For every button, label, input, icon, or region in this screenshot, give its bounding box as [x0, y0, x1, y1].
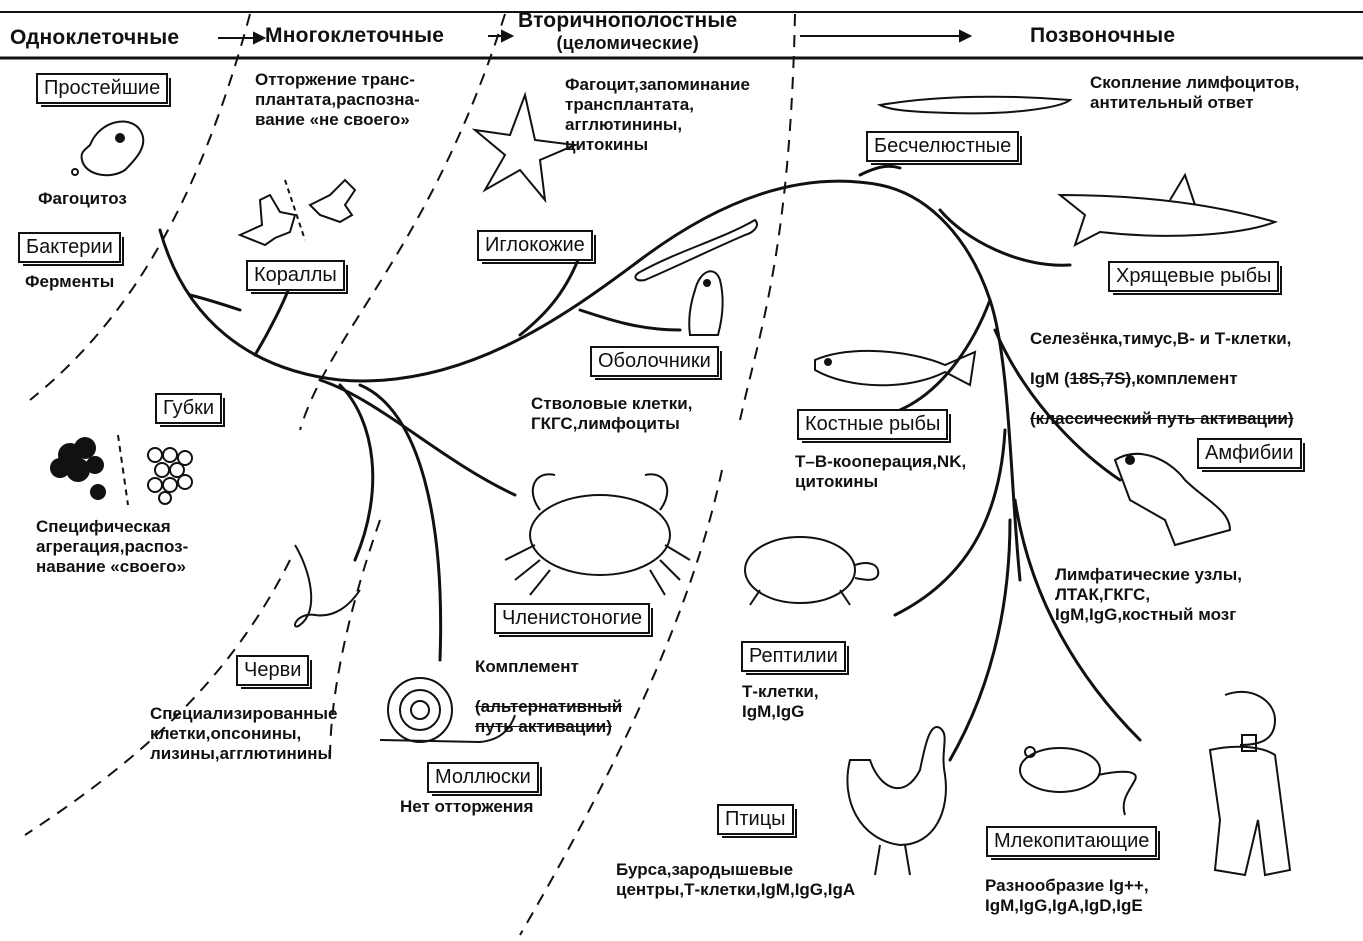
lamprey-icon	[876, 95, 1073, 115]
branch-arthropods	[318, 378, 517, 497]
box-worms: Черви	[236, 655, 313, 689]
note-amphibians: Лимфатические узлы, ЛТАК,ГКГС, IgM,IgG,к…	[1055, 565, 1243, 624]
divider-coelomic-lower	[519, 469, 723, 936]
branch-sponges	[188, 293, 242, 312]
header-arrow-1	[218, 31, 267, 45]
frog-icon	[1113, 452, 1232, 547]
box-tunicates: Оболочники	[590, 346, 722, 380]
box-echinoderms: Иглокожие	[477, 230, 596, 264]
trunk-main	[158, 179, 1022, 582]
branch-bony	[898, 298, 992, 412]
note-cartilaginous-line2-struck: 18S,7S)	[1069, 369, 1132, 388]
snail-icon	[379, 677, 516, 744]
note-reptiles: Т-клетки, IgM,IgG	[742, 682, 819, 721]
branch-worms	[338, 383, 375, 562]
note-arthropods-main: Комплемент	[475, 657, 579, 676]
note-arthropods-struck: (альтернативный путь активации)	[475, 697, 623, 736]
sponge-divider	[117, 434, 129, 506]
note-mollusks: Нет отторжения	[400, 797, 534, 816]
note-worms: Специализированные клетки,опсонины, лизи…	[150, 704, 338, 763]
amoeba-icon	[71, 120, 145, 177]
box-amphibians: Амфибии	[1197, 438, 1305, 472]
note-birds: Бурса,зародышевые центры,Т-клетки,IgM,Ig…	[616, 860, 856, 899]
branch-corals	[253, 283, 292, 357]
branch-cartilaginous	[938, 208, 1072, 267]
header-unicellular: Одноклеточные	[10, 26, 180, 49]
divider-coelomic	[739, 13, 796, 421]
note-cartilaginous-line1: Селезёнка,тимус,В- и Т-клетки,	[1030, 329, 1292, 348]
box-mammals: Млекопитающие	[986, 826, 1161, 860]
box-reptiles: Рептилии	[741, 641, 849, 675]
box-agnatha: Бесчелюстные	[866, 131, 1023, 165]
header-arrow-2	[488, 29, 515, 43]
divider-multicellular-lower	[329, 519, 381, 761]
coral-icon	[237, 178, 357, 247]
note-mammals: Разнообразие Ig++, IgM,IgG,IgA,IgD,IgE	[985, 876, 1149, 915]
bony-fish-icon	[814, 349, 977, 387]
lancelet-icon	[634, 218, 758, 282]
note-bony-fish: Т–В-кооперация,NK, цитокины	[795, 452, 967, 491]
note-cartilaginous-fish: Селезёнка,тимус,В- и Т-клетки, IgM (18S,…	[1030, 309, 1294, 449]
divider-multicellular	[299, 13, 506, 431]
header-vertebrates: Позвоночные	[1030, 24, 1176, 47]
box-bacteria: Бактерии	[18, 232, 124, 266]
branch-mollusks	[358, 383, 443, 662]
box-sponges: Губки	[155, 393, 226, 427]
starfish-icon	[471, 91, 579, 204]
branch-primates	[1013, 498, 1142, 742]
note-sponges: Специфическая агрегация,распоз- навание …	[36, 517, 189, 576]
note-echinoderms: Фагоцит,запоминание трансплантата, агглю…	[565, 75, 750, 154]
note-protozoa: Фагоцитоз	[38, 189, 127, 208]
branch-tunicates	[578, 308, 682, 332]
branch-agnatha	[858, 164, 902, 177]
box-mollusks: Моллюски	[427, 762, 542, 796]
mouse-icon	[1019, 746, 1137, 816]
note-cartilaginous-line2-prefix: IgM (	[1030, 369, 1070, 388]
note-cartilaginous-line3: (классический путь активации)	[1030, 409, 1294, 428]
box-arthropods: Членистоногие	[494, 603, 654, 637]
box-bony-fish: Костные рыбы	[797, 409, 952, 443]
turtle-icon	[744, 536, 880, 606]
note-corals: Отторжение транс- плантата,распозна- ван…	[255, 70, 420, 129]
divider-unicellular-lower	[24, 559, 291, 836]
sponge-dark-icon	[50, 437, 106, 500]
branch-birds	[948, 518, 1012, 762]
sponge-light-icon	[147, 447, 193, 505]
divider-unicellular	[29, 13, 251, 401]
header-multicellular: Многоклеточные	[265, 24, 445, 47]
note-cartilaginous-line2-suffix: ,комплемент	[1131, 369, 1238, 388]
note-cartilaginous-line2: IgM (18S,7S),комплемент	[1030, 369, 1294, 389]
header-arrow-3	[800, 29, 973, 43]
box-protozoa: Простейшие	[36, 73, 172, 107]
header-coelomic-line2: (целомические)	[556, 33, 699, 53]
box-corals: Кораллы	[246, 260, 348, 294]
branch-amphibians	[993, 328, 1122, 482]
phylogenetic-tree	[158, 164, 1142, 762]
box-birds: Птицы	[717, 804, 797, 838]
note-arthropods: Комплемент (альтернативный путь активаци…	[475, 637, 622, 757]
box-cartilaginous-fish: Хрящевые рыбы	[1108, 261, 1283, 295]
note-tunicates: Стволовые клетки, ГКГС,лимфоциты	[531, 394, 693, 433]
note-agnatha: Скопление лимфоцитов, антительный ответ	[1090, 73, 1300, 112]
astronaut-icon	[1208, 690, 1292, 877]
shark-icon	[1057, 172, 1279, 248]
worm-icon	[294, 544, 361, 628]
rooster-icon	[846, 726, 947, 876]
header-coelomic: Вторичнополостные (целомические)	[518, 10, 737, 54]
branch-reptiles	[893, 428, 1007, 617]
note-bacteria: Ферменты	[25, 272, 115, 291]
crab-icon	[504, 473, 691, 596]
header-coelomic-line1: Вторичнополостные	[518, 9, 738, 32]
tunicate-icon	[688, 270, 724, 336]
